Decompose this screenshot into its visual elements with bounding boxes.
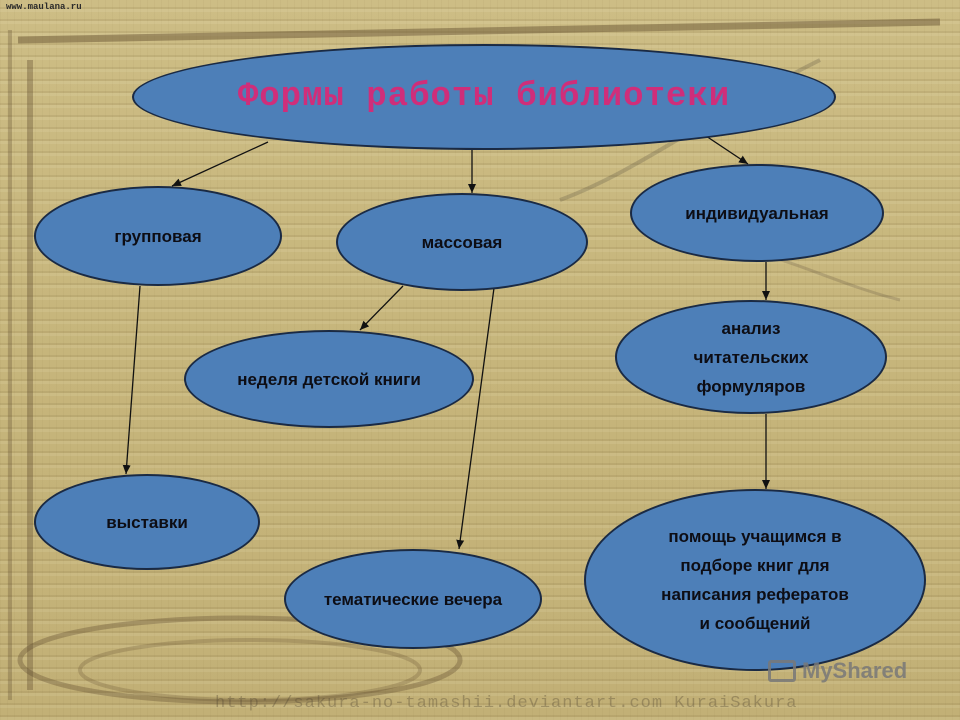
node-mass: массовая (336, 193, 588, 291)
watermark-bottom: http://sakura-no-tamashii.deviantart.com… (215, 694, 798, 713)
node-help-text: помощь учащимся в подборе книг для напис… (625, 522, 885, 638)
arrow-group-to-exhibitions (122, 285, 141, 475)
arrow-title-to-group (171, 141, 269, 187)
node-group-label: групповая (114, 226, 202, 246)
node-mass-label: массовая (421, 232, 503, 252)
node-analysis: анализ читательских формуляров (615, 300, 887, 414)
arrow-mass-to-theme-evenings (456, 287, 495, 550)
node-individual-label: индивидуальная (685, 203, 829, 223)
node-exhibitions-label: выставки (106, 512, 188, 532)
watermark-brand-text: MyShared (802, 658, 908, 683)
diagram-title: Формы работы библиотеки (237, 77, 731, 116)
node-analysis-line-3: формуляров (696, 376, 806, 396)
node-help-line-4: и сообщений (699, 614, 811, 633)
node-help-line-2: подборе книг для (680, 556, 830, 575)
node-theme-evenings: тематические вечера (284, 549, 542, 649)
node-help: помощь учащимся в подборе книг для напис… (584, 489, 926, 671)
node-theme-evenings-label: тематические вечера (323, 589, 503, 609)
node-childrens-week: неделя детской книги (184, 330, 474, 428)
watermark-brand: MyShared (768, 658, 907, 684)
node-analysis-line-2: читательских (693, 347, 809, 367)
arrow-mass-to-childrens-week (359, 285, 404, 331)
node-analysis-text: анализ читательских формуляров (658, 314, 845, 401)
diagram-title-node: Формы работы библиотеки (132, 44, 836, 150)
node-childrens-week-label: неделя детской книги (237, 369, 421, 389)
node-analysis-line-1: анализ (721, 318, 781, 338)
node-help-line-3: написания рефератов (661, 585, 849, 604)
node-group: групповая (34, 186, 282, 286)
node-exhibitions: выставки (34, 474, 260, 570)
projector-icon (768, 660, 796, 682)
node-help-line-1: помощь учащимся в (668, 527, 842, 546)
node-individual: индивидуальная (630, 164, 884, 262)
watermark-top-left: www.maulana.ru (6, 2, 82, 12)
